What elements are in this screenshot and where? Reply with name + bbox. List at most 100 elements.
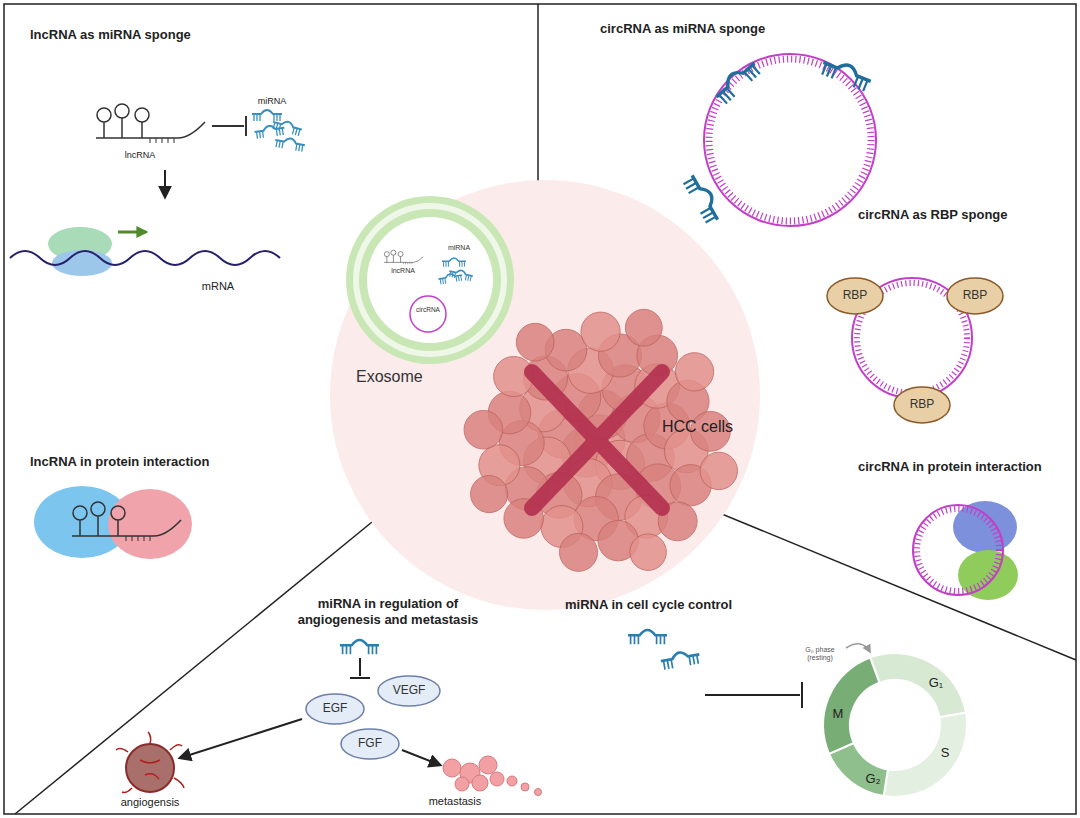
circrna-ring <box>917 509 999 591</box>
mrna-strand <box>10 251 280 265</box>
circrna-ring <box>709 59 871 221</box>
panel-divider <box>700 505 1076 660</box>
hcc-cell-cluster <box>700 452 737 489</box>
angiogenesis-tumor <box>116 732 184 793</box>
molecule-label: miRNA <box>258 96 287 106</box>
molecule-label: lncRNA <box>125 150 156 160</box>
panel-heading: circRNA as miRNA sponge <box>600 22 765 37</box>
phase-label: M <box>833 707 844 722</box>
rbp-protein: RBP <box>826 277 884 315</box>
panel-heading: lncRNA in protein interaction <box>30 455 209 470</box>
mirna-icon <box>628 630 667 644</box>
mirna-cluster <box>274 136 305 152</box>
inhibition-mark <box>801 682 803 708</box>
mirna-icon <box>628 630 701 670</box>
cell-cycle-ring <box>823 653 967 797</box>
cell-cycle-ring <box>823 657 879 753</box>
metastasis-cells <box>535 789 542 796</box>
mirna-cluster <box>252 110 282 121</box>
growth-factor-outline <box>306 694 364 724</box>
center-ground <box>330 180 760 610</box>
hcc-cell-cluster <box>464 309 737 571</box>
cell-cycle-ring <box>870 653 966 717</box>
node-label: FGF <box>358 737 382 750</box>
hcc-cell-cluster <box>560 533 598 571</box>
node-label: EGF <box>323 702 348 715</box>
cross-mark <box>532 372 662 508</box>
metastasis-cells <box>521 783 529 791</box>
growth-factor: EGF <box>305 693 365 725</box>
node-label: RBP <box>910 398 935 411</box>
mirna-cluster <box>254 124 285 139</box>
process-label: angiogensis <box>121 796 180 809</box>
panel-heading: circRNA in protein interaction <box>858 460 1042 475</box>
circrna-ring <box>704 54 876 226</box>
circrna-ring <box>913 505 1003 595</box>
bound-mirna <box>819 56 873 92</box>
flow-arrow <box>164 170 166 197</box>
flow-arrow <box>402 750 440 765</box>
bound-mirna <box>682 172 724 226</box>
molecule-label: mRNA <box>202 280 234 293</box>
metastasis-cells <box>455 777 469 791</box>
panel-divider <box>15 4 1076 814</box>
frame <box>4 4 1076 814</box>
inhibition-mark <box>212 125 244 127</box>
metastasis-cells <box>490 772 504 786</box>
metastasis-cells <box>472 775 488 791</box>
translation-arrow <box>118 231 146 234</box>
rbp-protein-outline <box>827 278 883 314</box>
exosome-label: circRNA <box>416 306 440 313</box>
phase-label: G₀ phase (resting) <box>798 646 842 661</box>
inhibition-mark <box>705 682 802 708</box>
metastasis-cells <box>507 776 517 786</box>
mirna-cluster <box>252 110 306 152</box>
lncrna-hairpin <box>96 104 205 143</box>
node-label: VEGF <box>393 684 426 697</box>
exosome-label: Exosome <box>356 368 423 386</box>
panel-heading: circRNA as RBP sponge <box>858 208 1008 223</box>
rbp-protein: RBP <box>946 277 1004 315</box>
inhibition-mark <box>359 658 361 676</box>
growth-factor: FGF <box>340 728 400 760</box>
rbp-protein-outline <box>894 387 950 423</box>
metastasis-cells <box>443 756 542 796</box>
circrna-ring <box>704 54 876 226</box>
panel-divider <box>15 522 372 814</box>
protein-complex <box>108 489 192 559</box>
exosome: lncRNAmiRNAcircRNAExosome <box>346 196 514 364</box>
bound-mirna <box>682 56 873 226</box>
hcc-cell-cluster <box>630 534 667 571</box>
inhibition-mark <box>350 677 370 679</box>
exosome-label: lncRNA <box>391 267 415 275</box>
hcc-cell-cluster <box>464 410 503 449</box>
protein-complex <box>72 502 181 541</box>
hcc-cell-cluster <box>581 312 620 351</box>
cell-label: HCC cells <box>662 418 733 436</box>
inhibition-mark <box>350 658 370 678</box>
rbp-protein: RBP <box>893 386 951 424</box>
angiogenesis-tumor <box>126 744 174 792</box>
flow-arrow <box>180 719 302 758</box>
node-label: RBP <box>843 289 868 302</box>
exosome-label: miRNA <box>448 244 470 252</box>
inhibition-mark <box>245 116 247 136</box>
phase-label: G₁ <box>929 676 944 691</box>
angiogenesis-tumor <box>116 732 184 793</box>
rbp-protein-outline <box>947 278 1003 314</box>
inhibition-mark <box>212 116 246 136</box>
phase-label: G₂ <box>865 772 880 787</box>
mirna-icon <box>660 649 701 670</box>
cell-cycle-ring <box>884 713 967 797</box>
exosome-shape <box>346 196 514 364</box>
mirna-icon <box>340 640 379 654</box>
node-label: RBP <box>963 289 988 302</box>
panel-heading: miRNA in cell cycle control <box>565 598 732 613</box>
g0-arrow <box>846 644 870 652</box>
metastasis-cells <box>443 759 461 777</box>
hcc-cell-cluster <box>471 476 508 513</box>
bound-mirna <box>712 58 762 106</box>
cross-mark <box>532 372 662 508</box>
